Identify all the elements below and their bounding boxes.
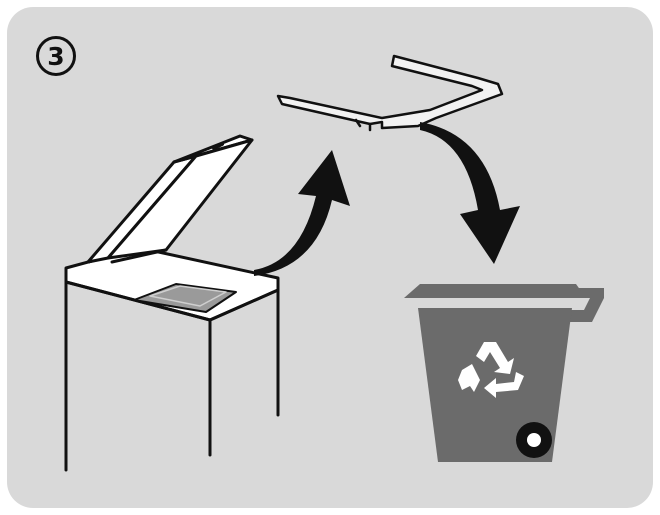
curved-arrow-down-icon [420, 122, 520, 264]
curved-arrow-up-icon [254, 150, 350, 276]
recycle-symbol-icon [458, 342, 524, 398]
scanner-open-lid-icon [64, 134, 280, 472]
step-number-badge: 3 [36, 36, 76, 76]
document-frame-icon [276, 54, 504, 132]
